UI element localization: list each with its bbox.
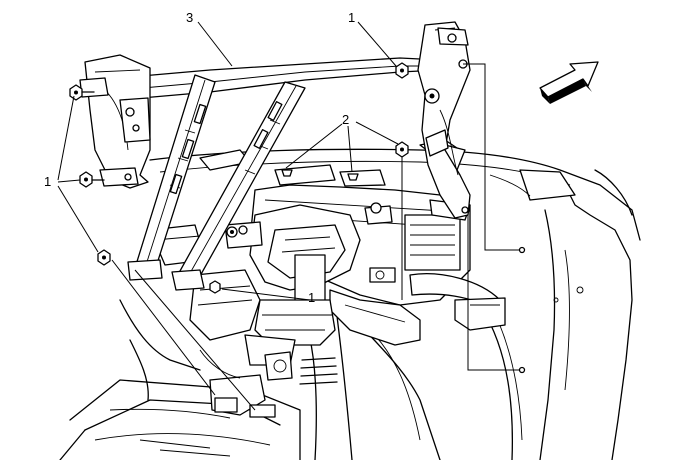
bolt-left-middle [79,171,105,188]
bolt-lower-center [209,280,221,294]
bolt-left-lower [97,249,111,266]
vehicle-body-background [59,139,641,460]
callout-1-top-label: 1 [348,10,355,25]
bolt-left-upper [69,84,95,101]
nut-center-2 [395,141,409,158]
stud-center-right-2 [347,173,359,181]
leader-lines [57,21,526,411]
callout-3-label: 3 [186,10,193,25]
cross-car-beam [117,57,441,291]
left-mounting-bracket [79,54,151,189]
forward-arrow-icon [539,61,599,104]
bolt-top-right [395,62,409,79]
callout-1-lower-label: 1 [308,290,315,305]
stud-center-left-2 [281,169,293,177]
callout-2-label: 2 [342,112,349,127]
right-mounting-bracket [417,21,471,219]
callout-1-left-label: 1 [44,174,51,189]
